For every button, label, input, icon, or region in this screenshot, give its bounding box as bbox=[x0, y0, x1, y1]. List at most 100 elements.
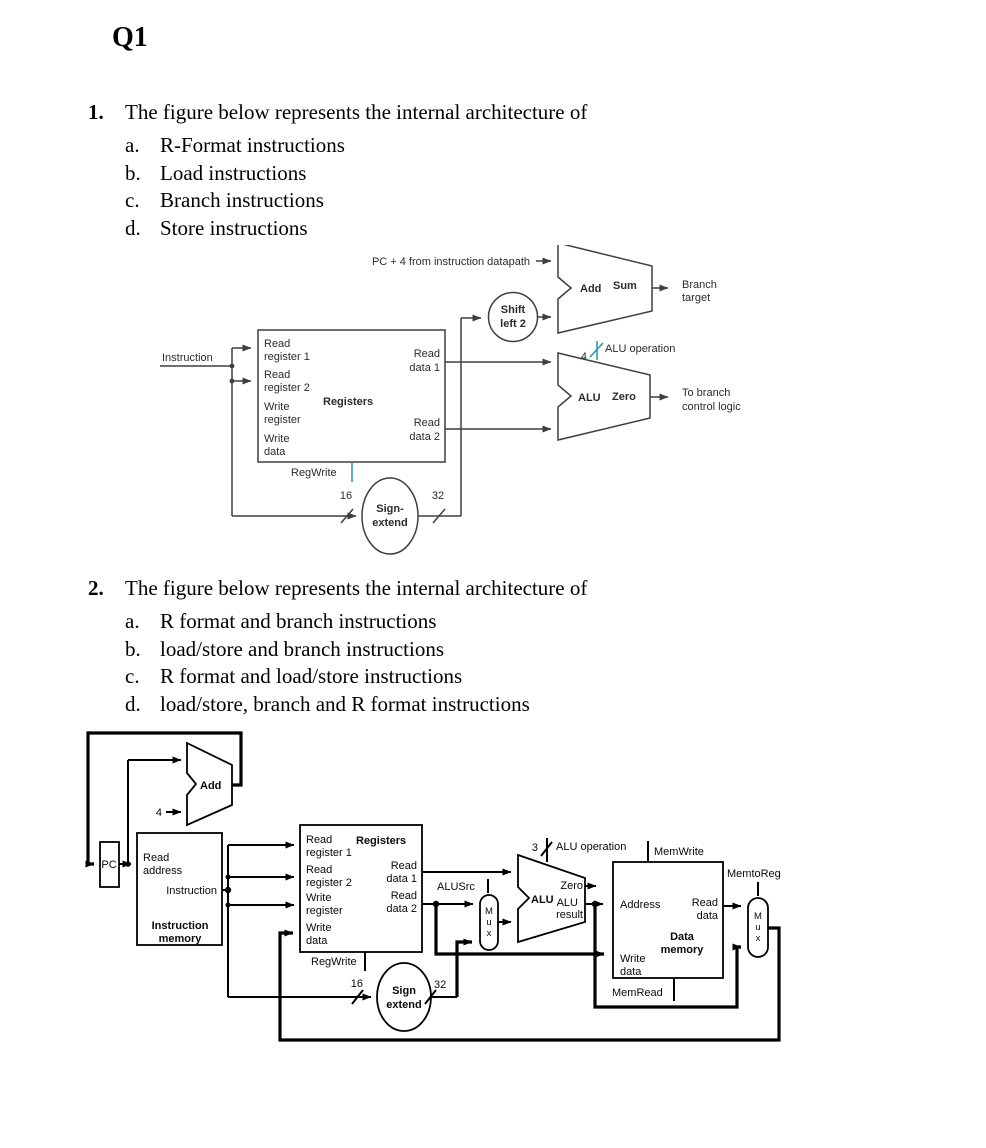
shift-left-label: left 2 bbox=[500, 318, 526, 330]
branch-target-label: Branch bbox=[682, 279, 717, 291]
write-register-label: register bbox=[306, 905, 343, 917]
add-label: Add bbox=[580, 283, 601, 295]
sign-extend-label: Sign- bbox=[376, 503, 404, 515]
write-register-label: Write bbox=[264, 401, 289, 413]
read-data-2-label: data 2 bbox=[409, 431, 440, 443]
data-memory-title: memory bbox=[661, 944, 705, 956]
fig1-wires bbox=[160, 257, 669, 524]
zero-label: Zero bbox=[560, 880, 583, 892]
shift-left-label: Shift bbox=[501, 304, 526, 316]
alu-op-bits-label: 4 bbox=[581, 351, 587, 363]
option-text: Load instructions bbox=[160, 160, 307, 185]
sign-extend-label: extend bbox=[386, 999, 421, 1011]
option-text: load/store, branch and R format instruct… bbox=[160, 691, 530, 716]
read-register-1-label: register 1 bbox=[264, 351, 310, 363]
alu-shape bbox=[517, 853, 586, 944]
option-text: R format and load/store instructions bbox=[160, 664, 463, 689]
sum-label: Sum bbox=[613, 280, 637, 292]
bus-width-slash bbox=[351, 989, 364, 1005]
pc-label: PC bbox=[101, 859, 116, 871]
option-text: R format and branch instructions bbox=[160, 609, 437, 633]
option-letter: b. bbox=[125, 636, 141, 661]
write-register-label: Write bbox=[306, 892, 331, 904]
shift-left-2-unit bbox=[487, 291, 539, 343]
question-1: 1. The figure below represents the inter… bbox=[88, 100, 868, 242]
read-register-2-label: Read bbox=[306, 864, 332, 876]
write-data-label: Write bbox=[306, 922, 331, 934]
mux-label: x bbox=[756, 933, 761, 944]
four-label: 4 bbox=[156, 807, 162, 819]
pc4-label: PC + 4 from instruction datapath bbox=[372, 256, 530, 268]
read-data-2-label: Read bbox=[391, 890, 417, 902]
junction-dot bbox=[225, 902, 231, 908]
option-text: load/store and branch instructions bbox=[160, 636, 445, 661]
read-data-2-label: data 2 bbox=[386, 903, 417, 915]
option-letter: d. bbox=[125, 691, 141, 716]
option-letter: a. bbox=[125, 609, 140, 633]
address-label: Address bbox=[620, 899, 661, 911]
branch-target-label: target bbox=[682, 292, 710, 304]
junction-dot bbox=[229, 363, 235, 369]
fig2-wires bbox=[85, 731, 781, 1042]
question-1-number: 1. bbox=[88, 100, 104, 124]
alu-operation-label: ALU operation bbox=[556, 841, 626, 853]
option-text: Store instructions bbox=[160, 215, 308, 240]
question-2-text: The figure below represents the internal… bbox=[125, 576, 588, 600]
option-row: c. Branch instructions bbox=[125, 187, 868, 215]
read-register-2-label: register 2 bbox=[264, 382, 310, 394]
data-memory-box bbox=[612, 861, 724, 979]
mux-label: x bbox=[487, 928, 492, 939]
figure-2-loadstore-datapath: PC Add 4 Read address Instruction Instru… bbox=[85, 731, 781, 1042]
to-branch-label: control logic bbox=[682, 401, 741, 413]
write-data-label: data bbox=[264, 446, 286, 458]
option-row: d. Store instructions bbox=[125, 215, 868, 243]
alu-operation-label: ALU operation bbox=[605, 343, 675, 355]
read-register-2-label: Read bbox=[264, 369, 290, 381]
read-register-1-label: Read bbox=[306, 834, 332, 846]
question-2: 2. The figure below represents the inter… bbox=[88, 576, 868, 718]
mux-label: M bbox=[485, 906, 493, 917]
regwrite-label: RegWrite bbox=[291, 467, 337, 479]
alu-label: ALU bbox=[578, 392, 601, 404]
alusrc-mux bbox=[479, 894, 499, 951]
alu-result-label: result bbox=[556, 909, 583, 921]
alusrc-label: ALUSrc bbox=[437, 881, 475, 893]
option-row: d. load/store, branch and R format instr… bbox=[125, 691, 868, 719]
alu-op-bits-label: 3 bbox=[532, 842, 538, 854]
read-register-2-label: register 2 bbox=[306, 877, 352, 889]
bus-width-slash bbox=[540, 841, 553, 857]
regwrite-label: RegWrite bbox=[311, 956, 357, 968]
option-row: c. R format and load/store instructions bbox=[125, 663, 868, 691]
sign-extend-unit bbox=[361, 477, 419, 555]
write-data-label: data bbox=[306, 935, 328, 947]
alu-shape bbox=[557, 352, 651, 441]
memwrite-label: MemWrite bbox=[654, 846, 704, 858]
read-data-1-label: data 1 bbox=[409, 362, 440, 374]
read-address-label: Read bbox=[143, 852, 169, 864]
sign-extend-label: extend bbox=[372, 517, 407, 529]
read-data-2-label: Read bbox=[414, 417, 440, 429]
option-row: b. Load instructions bbox=[125, 160, 868, 188]
instruction-out-label: Instruction bbox=[166, 885, 217, 897]
bus-32-label: 32 bbox=[434, 979, 446, 991]
option-row: a. R format and branch instructions bbox=[125, 608, 868, 636]
registers-box bbox=[299, 824, 423, 953]
instruction-memory-title: Instruction bbox=[152, 920, 209, 932]
memtoreg-label: MemtoReg bbox=[727, 868, 781, 880]
option-letter: a. bbox=[125, 133, 140, 157]
alu-result-label: ALU bbox=[557, 897, 578, 909]
registers-box bbox=[257, 329, 446, 463]
option-letter: d. bbox=[125, 215, 141, 240]
dm-read-data-label: Read bbox=[692, 897, 718, 909]
zero-label: Zero bbox=[612, 391, 636, 403]
dm-write-data-label: data bbox=[620, 966, 642, 978]
bus-16-label: 16 bbox=[351, 978, 363, 990]
pc-box bbox=[99, 841, 120, 888]
junction-dot bbox=[229, 378, 235, 384]
mux-label: M bbox=[754, 911, 762, 922]
registers-title: Registers bbox=[323, 396, 373, 408]
adder-shape bbox=[557, 245, 653, 334]
instruction-memory-title: memory bbox=[159, 933, 203, 945]
read-data-1-label: Read bbox=[414, 348, 440, 360]
question-1-text: The figure below represents the internal… bbox=[125, 100, 588, 124]
